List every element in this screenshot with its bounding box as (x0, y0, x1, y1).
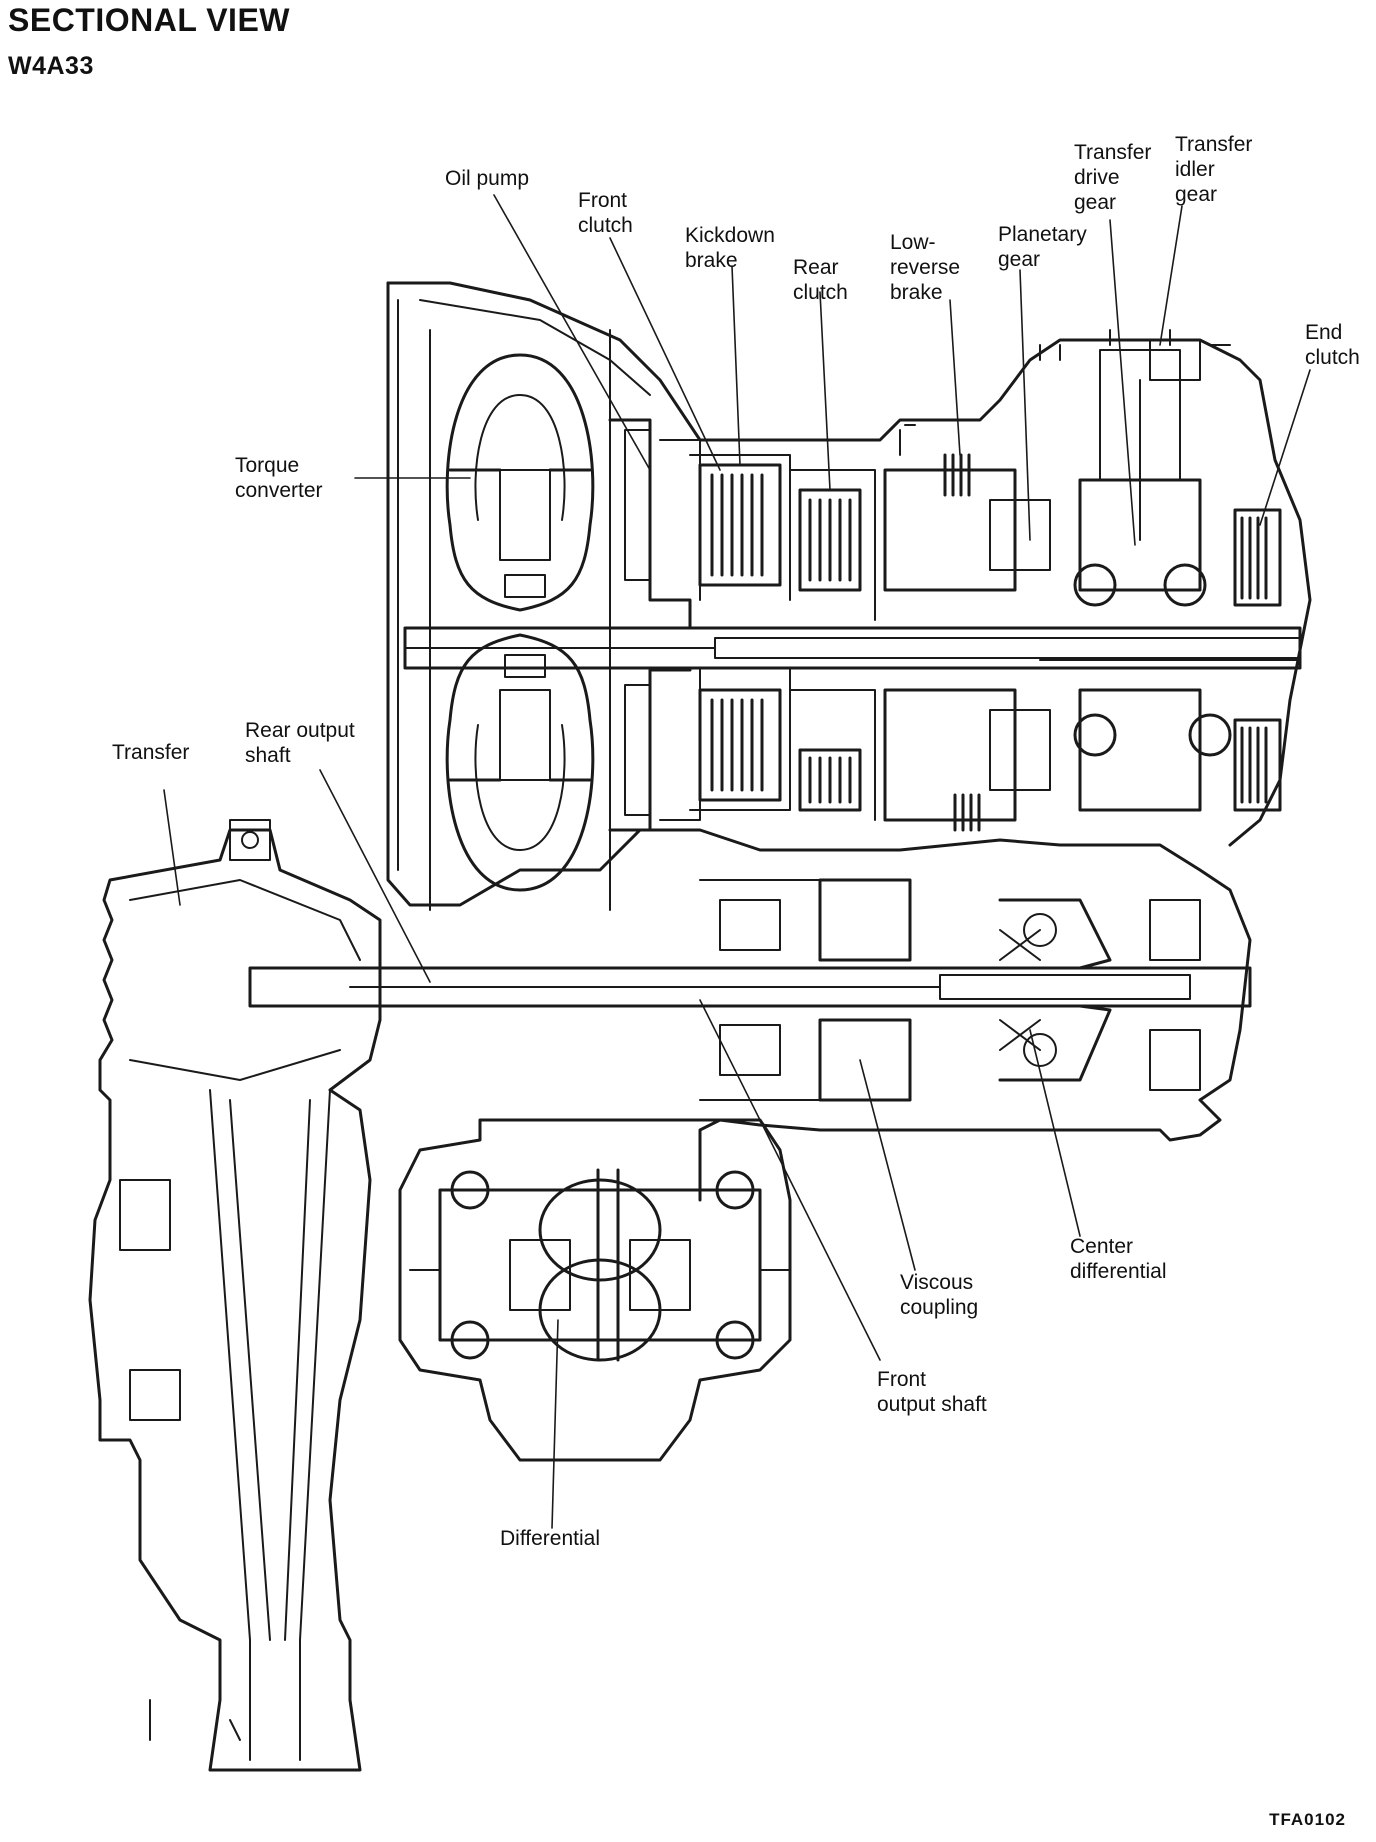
torque-converter (429, 329, 611, 911)
label-viscous-coupling: Viscous coupling (900, 1271, 979, 1319)
label-end-clutch: End clutch (1305, 321, 1360, 369)
label-transfer: Transfer (112, 741, 190, 764)
leader-low-reverse-brake (949, 299, 961, 456)
rear-clutch-pack (789, 469, 876, 821)
viscous-coupling (699, 878, 912, 1102)
label-rear-clutch: Rear clutch (793, 256, 848, 304)
label-torque-converter: Torque converter (235, 454, 323, 502)
leader-viscous-coupling (859, 1059, 916, 1271)
label-front-clutch: Front clutch (578, 189, 633, 237)
leader-center-differential (1029, 1029, 1081, 1237)
page-title: SECTIONAL VIEW (8, 2, 290, 38)
label-rear-output-shaft: Rear output shaft (245, 719, 355, 767)
input-shaft (403, 626, 1302, 670)
transfer-case (88, 819, 382, 1772)
label-planetary-gear: Planetary gear (998, 223, 1087, 271)
label-transfer-idler-gear: Transfer idler gear (1175, 133, 1253, 206)
transfer-gears (1073, 339, 1232, 812)
rear-output-shaft (248, 966, 1252, 1008)
label-kickdown-brake: Kickdown brake (685, 224, 775, 272)
label-front-output-shaft: Front output shaft (877, 1368, 987, 1416)
end-clutch-pack (1233, 508, 1282, 812)
leader-end-clutch (1259, 369, 1311, 526)
leader-oil-pump (493, 194, 651, 471)
label-center-differential: Center differential (1070, 1235, 1167, 1283)
model-code: W4A33 (8, 52, 94, 80)
front-clutch-pack (689, 454, 791, 811)
leader-rear-clutch (819, 291, 831, 491)
label-transfer-drive-gear: Transfer drive gear (1074, 141, 1152, 214)
planetary-gearset (883, 424, 1051, 832)
leader-front-output-shaft (699, 999, 881, 1361)
leader-rear-output-shaft (319, 769, 431, 983)
label-low-reverse-brake: Low- reverse brake (890, 231, 961, 304)
transmission-case (386, 281, 1312, 1202)
leader-transfer-idler-gear (1159, 205, 1183, 346)
center-differential (998, 898, 1201, 1091)
leader-transfer-drive-gear (1109, 219, 1136, 546)
leader-lines (163, 194, 1311, 1529)
front-differential (398, 1118, 792, 1462)
leader-kickdown-brake (731, 265, 741, 466)
leader-transfer (163, 789, 181, 906)
oil-pump-housing (608, 418, 701, 832)
figure-code: TFA0102 (1269, 1810, 1346, 1829)
leader-planetary-gear (1019, 269, 1031, 541)
label-differential: Differential (500, 1527, 600, 1550)
label-oil-pump: Oil pump (445, 167, 530, 190)
leader-front-clutch (609, 237, 721, 471)
leader-differential (551, 1319, 559, 1529)
